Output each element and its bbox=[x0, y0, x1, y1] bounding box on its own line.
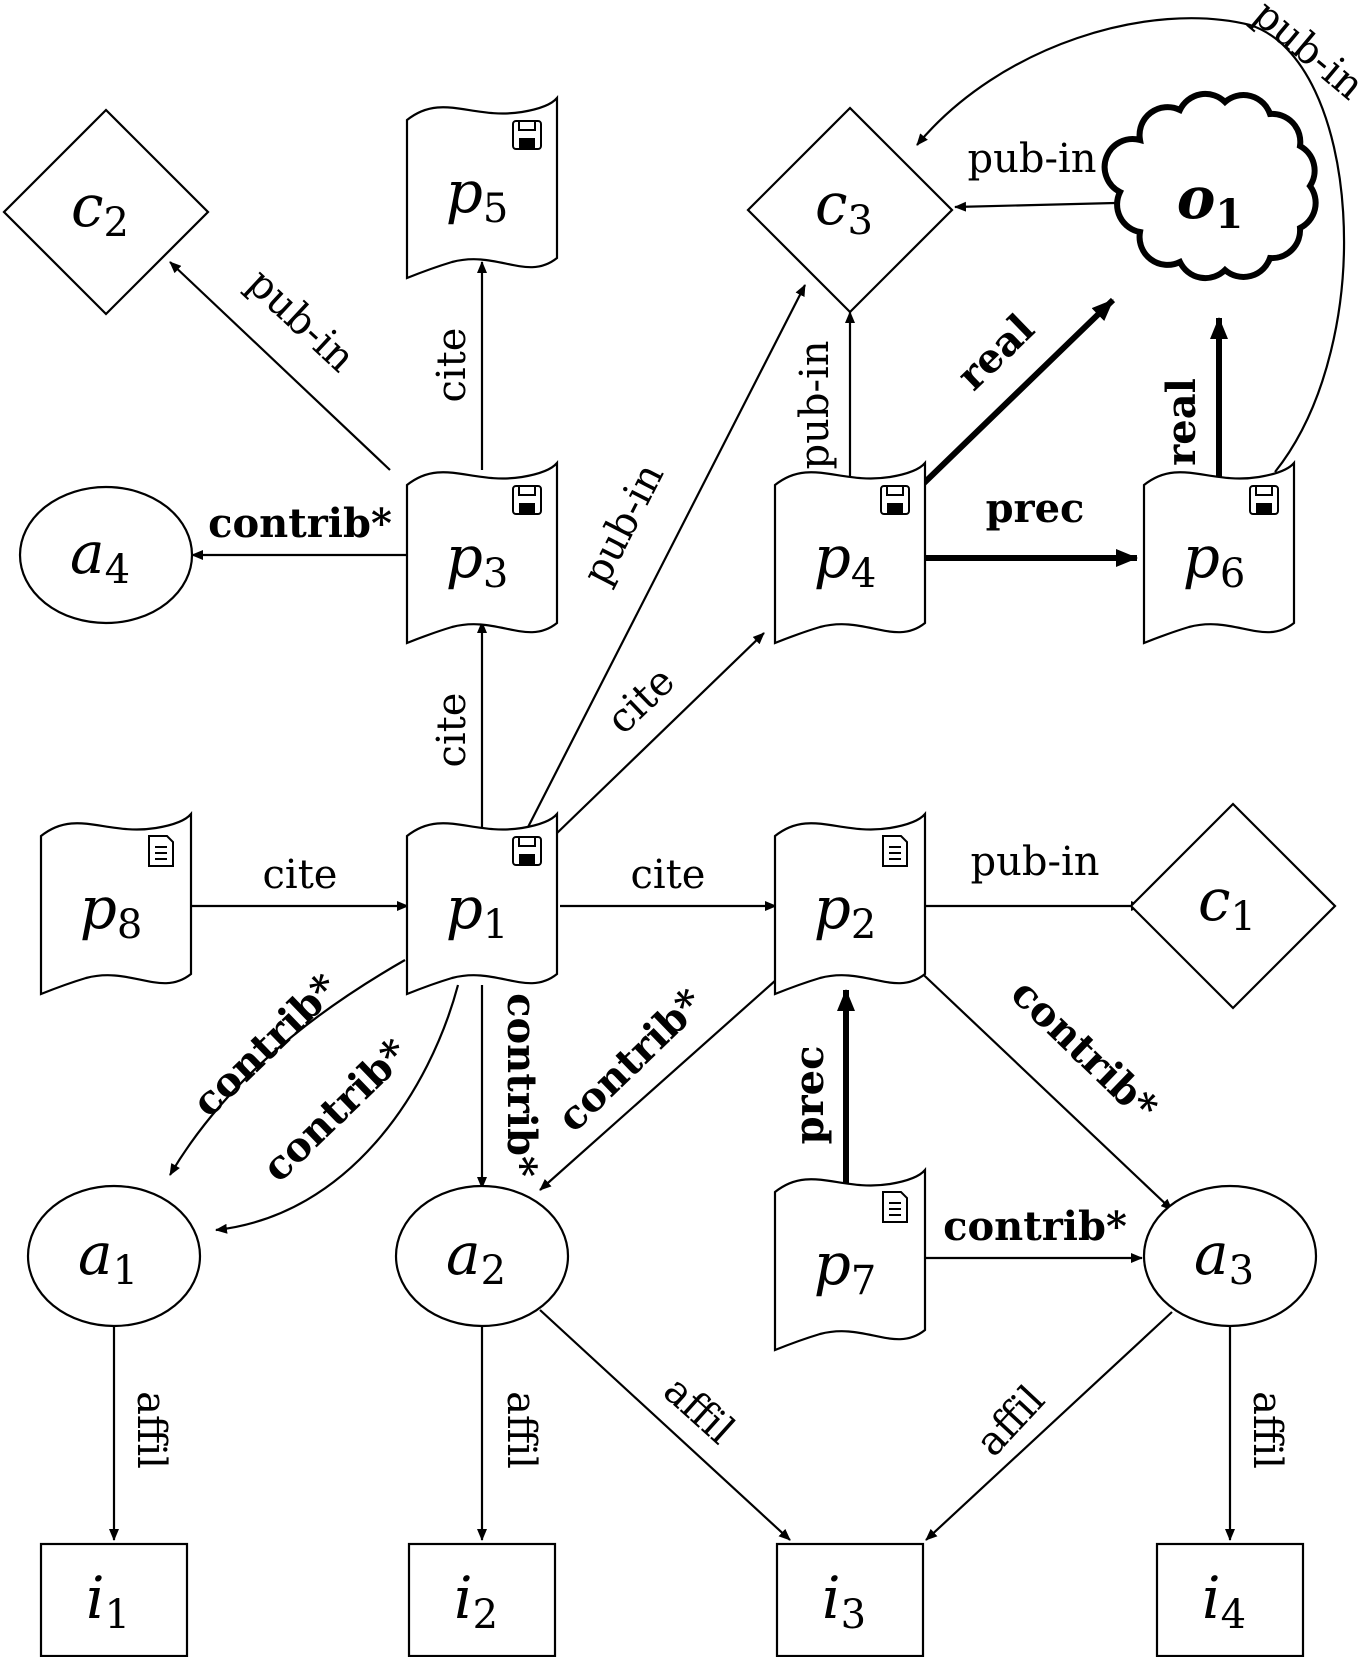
svg-text:c3: c3 bbox=[815, 170, 873, 244]
edge-label-p3-c2: pub-in bbox=[238, 260, 364, 382]
edge-label-p1-p2: cite bbox=[631, 852, 706, 898]
edge-label-p1-a2: contrib* bbox=[498, 993, 545, 1177]
node-c1: c1 bbox=[1129, 802, 1337, 1010]
edge-label-a1-i1: affil bbox=[128, 1391, 174, 1469]
edge-p3-c2 bbox=[169, 261, 391, 471]
edge-label-p2-a2: contrib* bbox=[548, 980, 713, 1142]
edge-a2-i3 bbox=[539, 1309, 791, 1541]
document-icon bbox=[882, 1191, 908, 1223]
edge-a3-i3 bbox=[925, 1311, 1173, 1541]
edge-label-p4-c3: pub-in bbox=[792, 340, 838, 469]
node-a1: a1 bbox=[26, 1184, 202, 1328]
svg-text:a4: a4 bbox=[70, 519, 130, 593]
svg-text:p7: p7 bbox=[814, 1230, 877, 1304]
svg-text:o1: o1 bbox=[1177, 164, 1244, 238]
edge-p1-a1-outer bbox=[169, 959, 406, 1176]
svg-text:i1: i1 bbox=[86, 1564, 130, 1638]
svg-text:c1: c1 bbox=[1198, 866, 1256, 940]
floppy-disk-icon bbox=[880, 485, 910, 515]
svg-text:i3: i3 bbox=[822, 1564, 866, 1638]
edge-label-a3-i3: affil bbox=[967, 1377, 1054, 1465]
node-c2: c2 bbox=[2, 108, 210, 316]
edge-p2-a2 bbox=[539, 979, 777, 1191]
edge-label-p7-a3: contrib* bbox=[943, 1203, 1127, 1250]
edge-p1-p4 bbox=[554, 632, 765, 836]
floppy-disk-icon bbox=[512, 485, 542, 515]
node-p8: p8 bbox=[39, 812, 193, 996]
edge-p2-a3 bbox=[909, 961, 1173, 1211]
edge-label-p1-p3: cite bbox=[429, 693, 475, 768]
edge-label-p3-a4: contrib* bbox=[208, 500, 392, 547]
edge-p6-c3 bbox=[916, 17, 1346, 473]
node-p5: p5 bbox=[405, 96, 559, 280]
node-p7: p7 bbox=[773, 1168, 927, 1352]
edge-label-p4-p6: prec bbox=[986, 485, 1085, 532]
node-p1: p1 bbox=[405, 812, 559, 996]
svg-text:i2: i2 bbox=[454, 1564, 498, 1638]
edge-p1-c3 bbox=[523, 284, 806, 836]
edge-label-p6-c3: pub-in bbox=[1244, 0, 1369, 109]
floppy-disk-icon bbox=[512, 836, 542, 866]
node-i2: i2 bbox=[407, 1542, 557, 1657]
edge-o1-c3 bbox=[954, 201, 1116, 212]
edge-p1-a1-inner bbox=[215, 984, 460, 1234]
svg-text:p4: p4 bbox=[814, 523, 877, 597]
svg-text:a2: a2 bbox=[446, 1220, 506, 1294]
floppy-disk-icon bbox=[1249, 485, 1279, 515]
edge-label-p2-c1: pub-in bbox=[970, 839, 1099, 885]
edge-label-a3-i4: affil bbox=[1244, 1391, 1290, 1469]
node-o1: o1 bbox=[1101, 90, 1319, 282]
edge-label-a2-i3: affil bbox=[654, 1367, 743, 1453]
svg-text:p1: p1 bbox=[446, 874, 509, 948]
node-a2: a2 bbox=[394, 1184, 570, 1328]
svg-text:a3: a3 bbox=[1194, 1220, 1254, 1294]
document-icon bbox=[882, 835, 908, 867]
edge-label-p2-a3: contrib* bbox=[1002, 970, 1167, 1132]
svg-text:p2: p2 bbox=[814, 874, 877, 948]
svg-text:p3: p3 bbox=[446, 523, 509, 597]
edge-label-o1-c3: pub-in bbox=[967, 136, 1096, 182]
edge-label-p7-p2: prec bbox=[786, 1046, 833, 1145]
node-a4: a4 bbox=[18, 485, 194, 625]
node-p2: p2 bbox=[773, 812, 927, 996]
node-i4: i4 bbox=[1155, 1542, 1305, 1657]
node-c3: c3 bbox=[746, 106, 954, 314]
edge-p4-o1 bbox=[919, 297, 1116, 488]
nodes: c2 p5 c3 o1 a4 bbox=[2, 90, 1337, 1657]
node-p4: p4 bbox=[773, 461, 927, 645]
svg-text:a1: a1 bbox=[78, 1220, 138, 1294]
document-icon bbox=[148, 835, 174, 867]
svg-text:i4: i4 bbox=[1202, 1564, 1246, 1638]
node-i1: i1 bbox=[39, 1542, 189, 1657]
edge-label-p3-p5: cite bbox=[429, 328, 475, 403]
svg-text:p5: p5 bbox=[446, 158, 509, 232]
svg-text:p8: p8 bbox=[80, 874, 143, 948]
svg-text:c2: c2 bbox=[71, 172, 129, 246]
edge-label-p4-o1: real bbox=[948, 305, 1044, 400]
edge-label-p8-p1: cite bbox=[263, 852, 338, 898]
edge-label-p1-p4: cite bbox=[598, 658, 684, 743]
node-p3: p3 bbox=[405, 461, 559, 645]
edge-label-p6-o1: real bbox=[1158, 378, 1205, 466]
edge-label-a2-i2: affil bbox=[498, 1391, 544, 1469]
node-p6: p6 bbox=[1142, 461, 1296, 645]
node-a3: a3 bbox=[1142, 1184, 1318, 1328]
svg-text:p6: p6 bbox=[1183, 523, 1246, 597]
node-i3: i3 bbox=[775, 1542, 925, 1657]
floppy-disk-icon bbox=[512, 120, 542, 150]
